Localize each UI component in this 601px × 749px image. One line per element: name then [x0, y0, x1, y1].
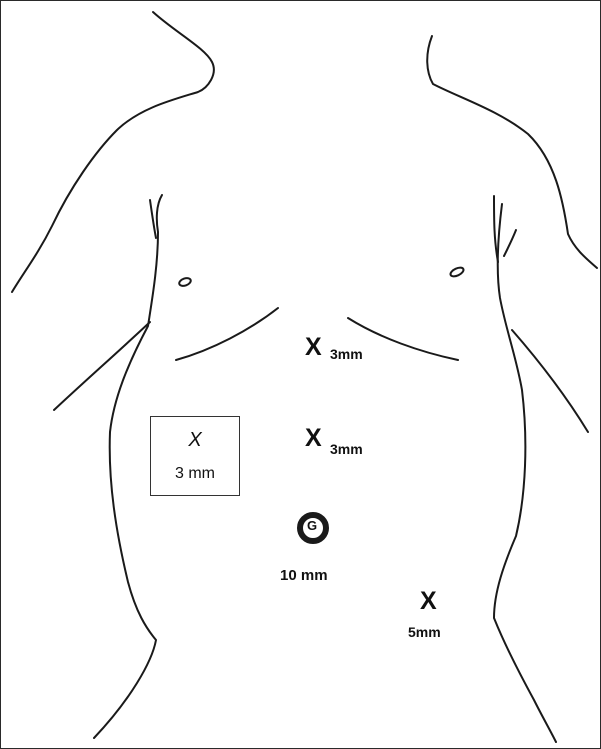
port-size-lower-right: 5mm [408, 625, 441, 639]
port-size-midline: 3mm [330, 442, 363, 456]
left-shoulder-line [12, 12, 214, 292]
umbilical-port-symbol: G [307, 519, 317, 532]
right-costal-margin [348, 318, 458, 360]
port-marker-lower-right: X [420, 589, 437, 614]
left-arm-line [54, 322, 150, 410]
left-costal-margin [176, 308, 278, 360]
left-armpit-tick [150, 200, 156, 238]
legend-box: X 3 mm [150, 416, 240, 496]
right-nipple [449, 266, 465, 278]
port-size-epigastric: 3mm [330, 347, 363, 361]
right-torso-line [494, 204, 556, 742]
right-ribline-tick [504, 230, 516, 256]
legend-symbol: X [151, 429, 239, 452]
right-armpit-tick [494, 196, 498, 262]
port-marker-midline: X [305, 426, 322, 451]
left-nipple [178, 277, 192, 288]
right-shoulder-line [427, 36, 597, 268]
right-arm-line [512, 330, 588, 432]
port-size-umbilical: 10 mm [280, 568, 328, 583]
legend-size-label: 3 mm [151, 465, 239, 483]
port-marker-epigastric: X [305, 335, 322, 360]
